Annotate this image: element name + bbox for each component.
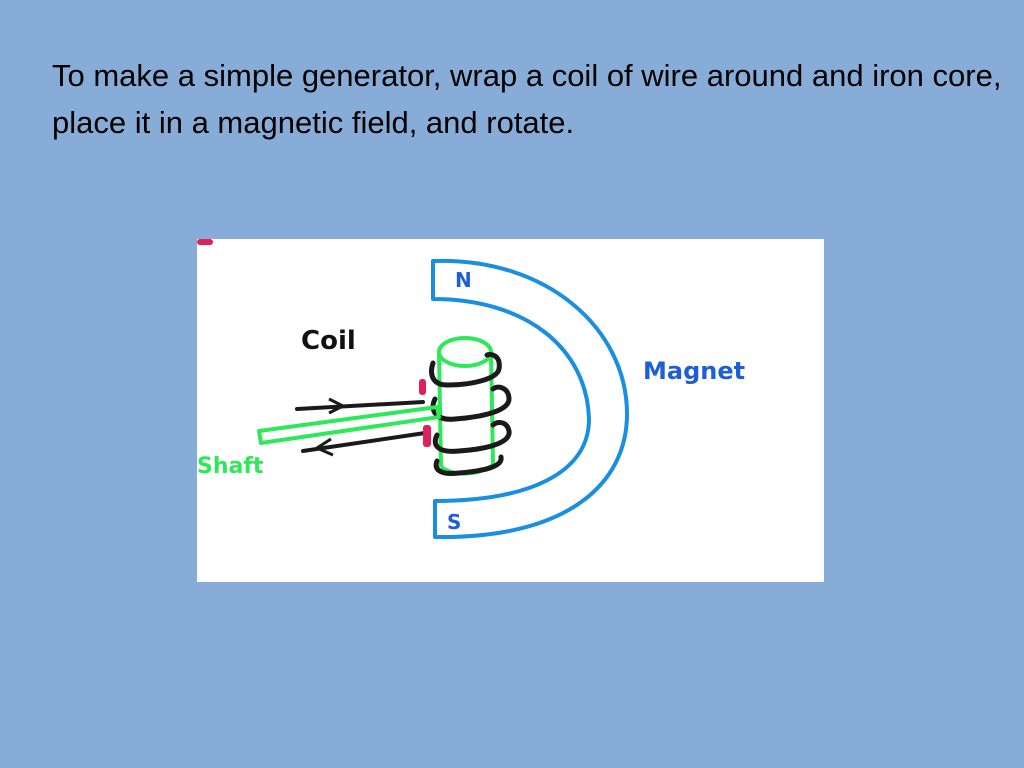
shaft [257, 405, 441, 445]
north-pole-label: N [455, 268, 472, 292]
generator-diagram-svg: N S [197, 239, 745, 540]
arrow-right-icon [328, 397, 347, 415]
magnet-label: Magnet [643, 357, 745, 385]
slide-body-text: To make a simple generator, wrap a coil … [52, 58, 1002, 140]
south-pole-label: S [447, 510, 461, 534]
slip-ring-contact-top [419, 379, 426, 395]
coil-label: Coil [301, 326, 356, 356]
generator-diagram: N S [197, 239, 824, 582]
coil-leads [295, 400, 427, 453]
shaft-label: Shaft [197, 454, 264, 479]
corner-mark [197, 239, 213, 245]
lead-arrows [313, 397, 347, 457]
horseshoe-magnet [431, 258, 629, 540]
coil-windings [429, 352, 512, 476]
slip-ring-contact-bottom [423, 425, 431, 447]
arrow-left-icon [313, 437, 334, 457]
